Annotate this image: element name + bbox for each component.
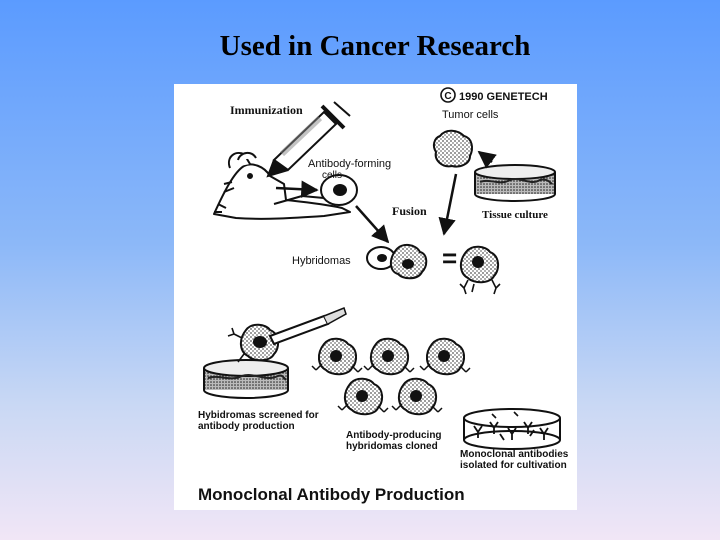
- label-cells: cells: [322, 170, 342, 181]
- label-antibody-forming: Antibody-forming: [308, 158, 391, 170]
- arrow-tumor-to-fusion: [444, 174, 456, 234]
- label-tissue-culture: Tissue culture: [482, 209, 548, 221]
- label-tumor-cells: Tumor cells: [442, 109, 499, 121]
- tumor-cell: [434, 131, 472, 167]
- screening-cell: [228, 325, 278, 362]
- label-fusion: Fusion: [392, 204, 427, 218]
- arrow-cell-to-fusion: [356, 206, 388, 242]
- label-cloned-1: Antibody-producing: [346, 430, 442, 441]
- copyright-text: 1990 GENETECH: [459, 91, 548, 103]
- svg-text:C: C: [444, 91, 451, 102]
- label-immunization: Immunization: [230, 103, 303, 117]
- monoclonal-antibody-diagram: C 1990 GENETECH =: [174, 84, 577, 510]
- diagram-footer-title: Monoclonal Antibody Production: [198, 485, 465, 504]
- slide-title: Used in Cancer Research: [0, 30, 720, 63]
- hybridoma-pair: [367, 245, 426, 278]
- label-screened-1: Hybidromas screened for: [198, 410, 319, 421]
- copyright-mark: C 1990 GENETECH: [441, 88, 548, 103]
- equals-sign: =: [442, 243, 457, 273]
- label-cloned-2: hybridomas cloned: [346, 441, 438, 452]
- tissue-culture-dish: [475, 165, 555, 201]
- arrow-dish-to-tumor: [479, 152, 492, 162]
- label-monoclonal-2: isolated for cultivation: [460, 460, 567, 471]
- hybridoma-result: [460, 247, 500, 294]
- label-hybridomas: Hybridomas: [292, 255, 351, 267]
- label-screened-2: antibody production: [198, 421, 295, 432]
- monoclonal-dish: [464, 409, 560, 449]
- screening-dish: [204, 360, 288, 398]
- label-monoclonal-1: Monoclonal antibodies: [460, 449, 569, 460]
- cloned-hybridomas: [312, 339, 470, 415]
